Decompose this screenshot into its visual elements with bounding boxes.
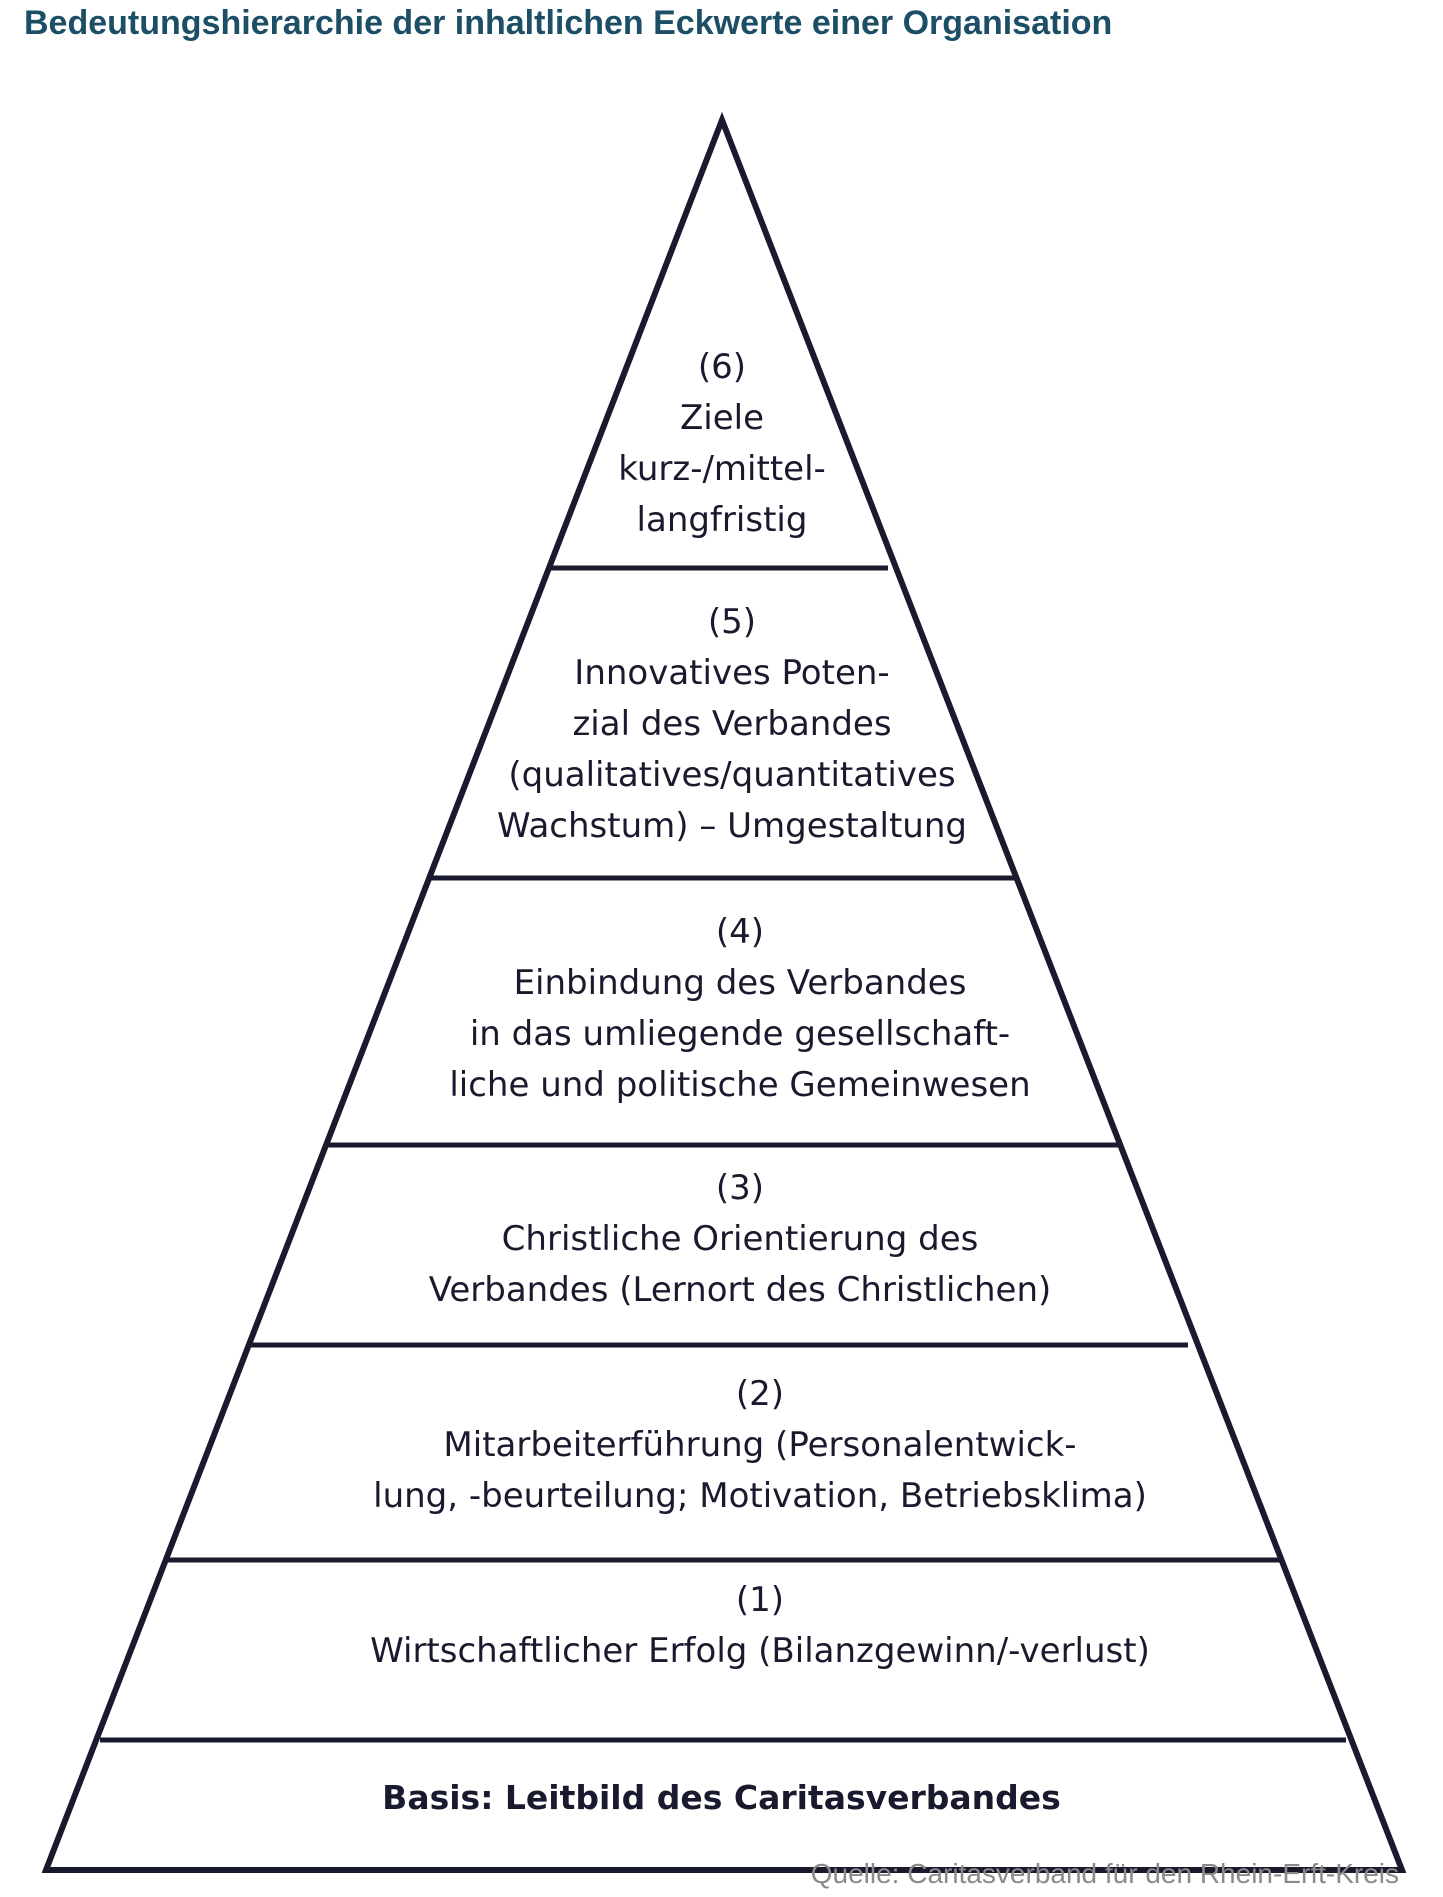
level-6-number: (6) [697, 347, 747, 387]
level-2-line-2: lung, -beurteilung; Motivation, Betriebs… [373, 1476, 1147, 1516]
level-4-line-2: in das umliegende gesellschaft- [469, 1014, 1011, 1054]
level-4-number: (4) [715, 912, 765, 952]
level-4-line-3: liche und politische Gemeinwesen [449, 1065, 1031, 1105]
basis-label: Basis: Leitbild des Caritasverbandes [382, 1778, 1061, 1817]
level-5-line-4: Wachstum) – Umgestaltung [497, 806, 967, 846]
level-3-line-2: Verbandes (Lernort des Christlichen) [428, 1270, 1052, 1310]
level-6-line-2: kurz-/mittel- [618, 449, 826, 489]
level-6: (6) Ziele kurz-/mittel- langfristig [572, 342, 872, 546]
level-2-number: (2) [735, 1374, 785, 1414]
level-1: (1) Wirtschaftlicher Erfolg (Bilanzgewin… [300, 1575, 1220, 1677]
level-1-line-1: Wirtschaftlicher Erfolg (Bilanzgewinn/-v… [370, 1631, 1150, 1671]
level-5-line-2: zial des Verbandes [572, 704, 892, 744]
level-5-line-3: (qualitatives/quantitatives [508, 755, 956, 795]
pyramid-triangle [41, 111, 1407, 1873]
level-5: (5) Innovatives Poten- zial des Verbande… [472, 597, 992, 852]
level-1-number: (1) [735, 1580, 785, 1620]
source-note: Quelle: Caritasverband für den Rhein-Erf… [810, 1858, 1399, 1889]
level-3-number: (3) [715, 1168, 765, 1208]
level-2: (2) Mitarbeiterführung (Personalentwick-… [330, 1369, 1190, 1522]
level-6-line-3: langfristig [636, 500, 808, 540]
level-3: (3) Christliche Orientierung des Verband… [380, 1163, 1100, 1316]
level-5-line-1: Innovatives Poten- [574, 653, 890, 693]
level-4-line-1: Einbindung des Verbandes [513, 963, 967, 1003]
level-4: (4) Einbindung des Verbandes in das umli… [420, 907, 1060, 1111]
level-2-line-1: Mitarbeiterführung (Personalentwick- [443, 1425, 1077, 1465]
level-6-line-1: Ziele [679, 398, 765, 438]
diagram-title: Bedeutungshierarchie der inhaltlichen Ec… [24, 4, 1113, 42]
level-3-line-1: Christliche Orientierung des [501, 1219, 979, 1259]
level-5-number: (5) [707, 602, 757, 642]
